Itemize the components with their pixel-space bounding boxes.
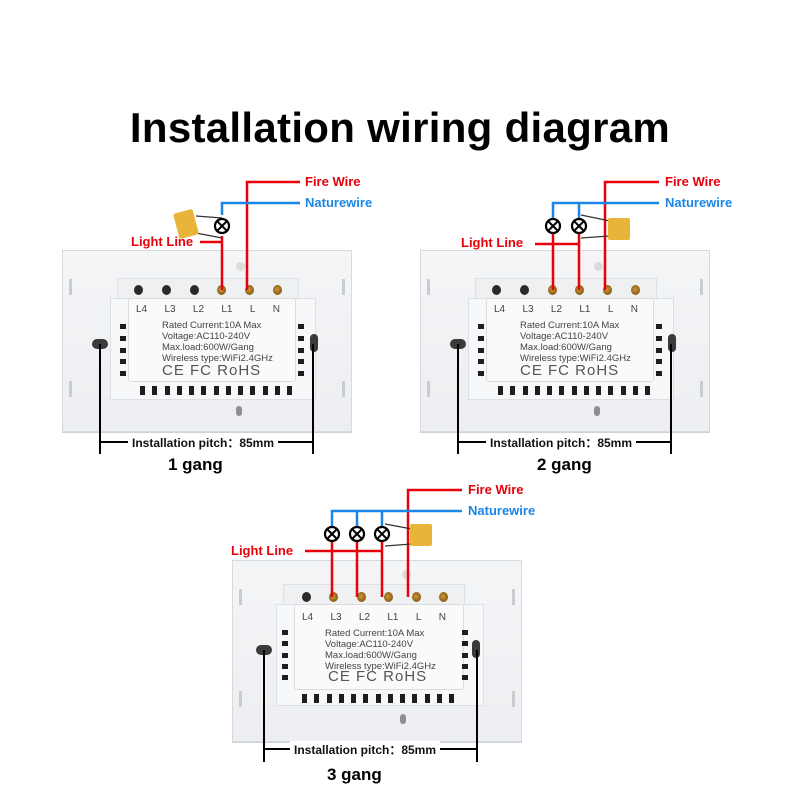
mounting-hole <box>236 406 242 416</box>
lamp-symbol-icon <box>348 525 366 543</box>
neutral-wire-label: Naturewire <box>665 195 733 210</box>
mounting-clip-right <box>310 334 318 352</box>
lamp-symbol-icon <box>323 525 341 543</box>
fire-wire-line <box>406 488 462 597</box>
side-vents-right <box>298 324 304 376</box>
terminal-labels: L4 L3 L2 L1 L N <box>302 612 446 623</box>
capacitor-lead <box>384 523 413 547</box>
wiring-unit-1 <box>173 180 300 290</box>
indicator-led <box>236 262 245 271</box>
mounting-hole <box>400 714 406 724</box>
module-label <box>294 604 464 690</box>
capacitor-icon <box>608 218 630 240</box>
terminal-labels: L4 L3 L2 L1 L N <box>494 304 638 315</box>
bottom-vents <box>302 694 454 703</box>
bottom-vents <box>498 386 650 395</box>
fire-wire-line <box>245 180 300 290</box>
terminal-l <box>245 285 255 295</box>
lamp-symbol-icon <box>213 217 231 235</box>
indicator-led <box>402 570 411 579</box>
side-vents-left <box>282 630 288 680</box>
light-line-wire <box>551 234 581 290</box>
fire-wire-line <box>603 180 659 290</box>
lamp-symbol-icon <box>544 217 562 235</box>
mounting-clip-right <box>472 640 480 658</box>
neutral-wire-line <box>220 201 300 215</box>
gang-label: 2 gang <box>537 455 592 474</box>
certification-marks: CE FC RoHS <box>328 668 428 685</box>
gang-label: 3 gang <box>327 765 382 784</box>
side-vents-right <box>462 630 468 680</box>
wiring-unit-3 <box>305 488 462 597</box>
lamp-symbol-icon <box>570 217 588 235</box>
fire-wire-label: Fire Wire <box>665 174 721 189</box>
pitch-label: Installation pitch：85mm <box>128 434 279 451</box>
light-line-label: Light Line <box>461 235 524 250</box>
neutral-wire-line <box>330 509 462 526</box>
wiring-unit-2 <box>535 180 659 290</box>
light-line-label: Light Line <box>231 543 294 558</box>
terminal-n <box>272 285 282 295</box>
page-title: Installation wiring diagram <box>129 104 671 151</box>
module-label <box>128 298 296 382</box>
side-vents-right <box>656 324 662 376</box>
pitch-label: Installation pitch：85mm <box>290 741 441 758</box>
capacitor-lead <box>580 214 611 239</box>
neutral-wire-line <box>551 201 659 218</box>
indicator-led <box>594 262 603 271</box>
certification-marks: CE FC RoHS <box>162 362 262 379</box>
mounting-hole <box>594 406 600 416</box>
terminal-screws <box>302 592 448 602</box>
spec-text: Rated Current:10A Max Voltage:AC110-240V… <box>520 320 631 364</box>
capacitor-icon <box>410 524 432 546</box>
terminal-labels: L4 L3 L2 L1 L N <box>136 304 280 315</box>
bottom-vents <box>140 386 292 395</box>
side-vents-left <box>478 324 484 376</box>
neutral-wire-label: Naturewire <box>468 503 536 518</box>
spec-text: Rated Current:10A Max Voltage:AC110-240V… <box>325 628 436 672</box>
capacitor-lead <box>195 215 223 239</box>
gang-label: 1 gang <box>168 455 223 474</box>
pitch-label: Installation pitch：85mm <box>486 434 637 451</box>
neutral-wire-label: Naturewire <box>305 195 373 210</box>
light-line-label: Light Line <box>131 234 194 249</box>
terminal-l2 <box>189 285 199 295</box>
lamp-symbol-icon <box>373 525 391 543</box>
side-vents-left <box>120 324 126 376</box>
capacitor-icon <box>173 209 199 239</box>
spec-text: Rated Current:10A Max Voltage:AC110-240V… <box>162 320 273 364</box>
terminal-l3 <box>161 285 171 295</box>
mounting-clip-right <box>668 334 676 352</box>
fire-wire-label: Fire Wire <box>468 482 524 497</box>
terminal-l4 <box>134 285 143 295</box>
fire-wire-label: Fire Wire <box>305 174 361 189</box>
module-label <box>486 298 654 382</box>
certification-marks: CE FC RoHS <box>520 362 620 379</box>
